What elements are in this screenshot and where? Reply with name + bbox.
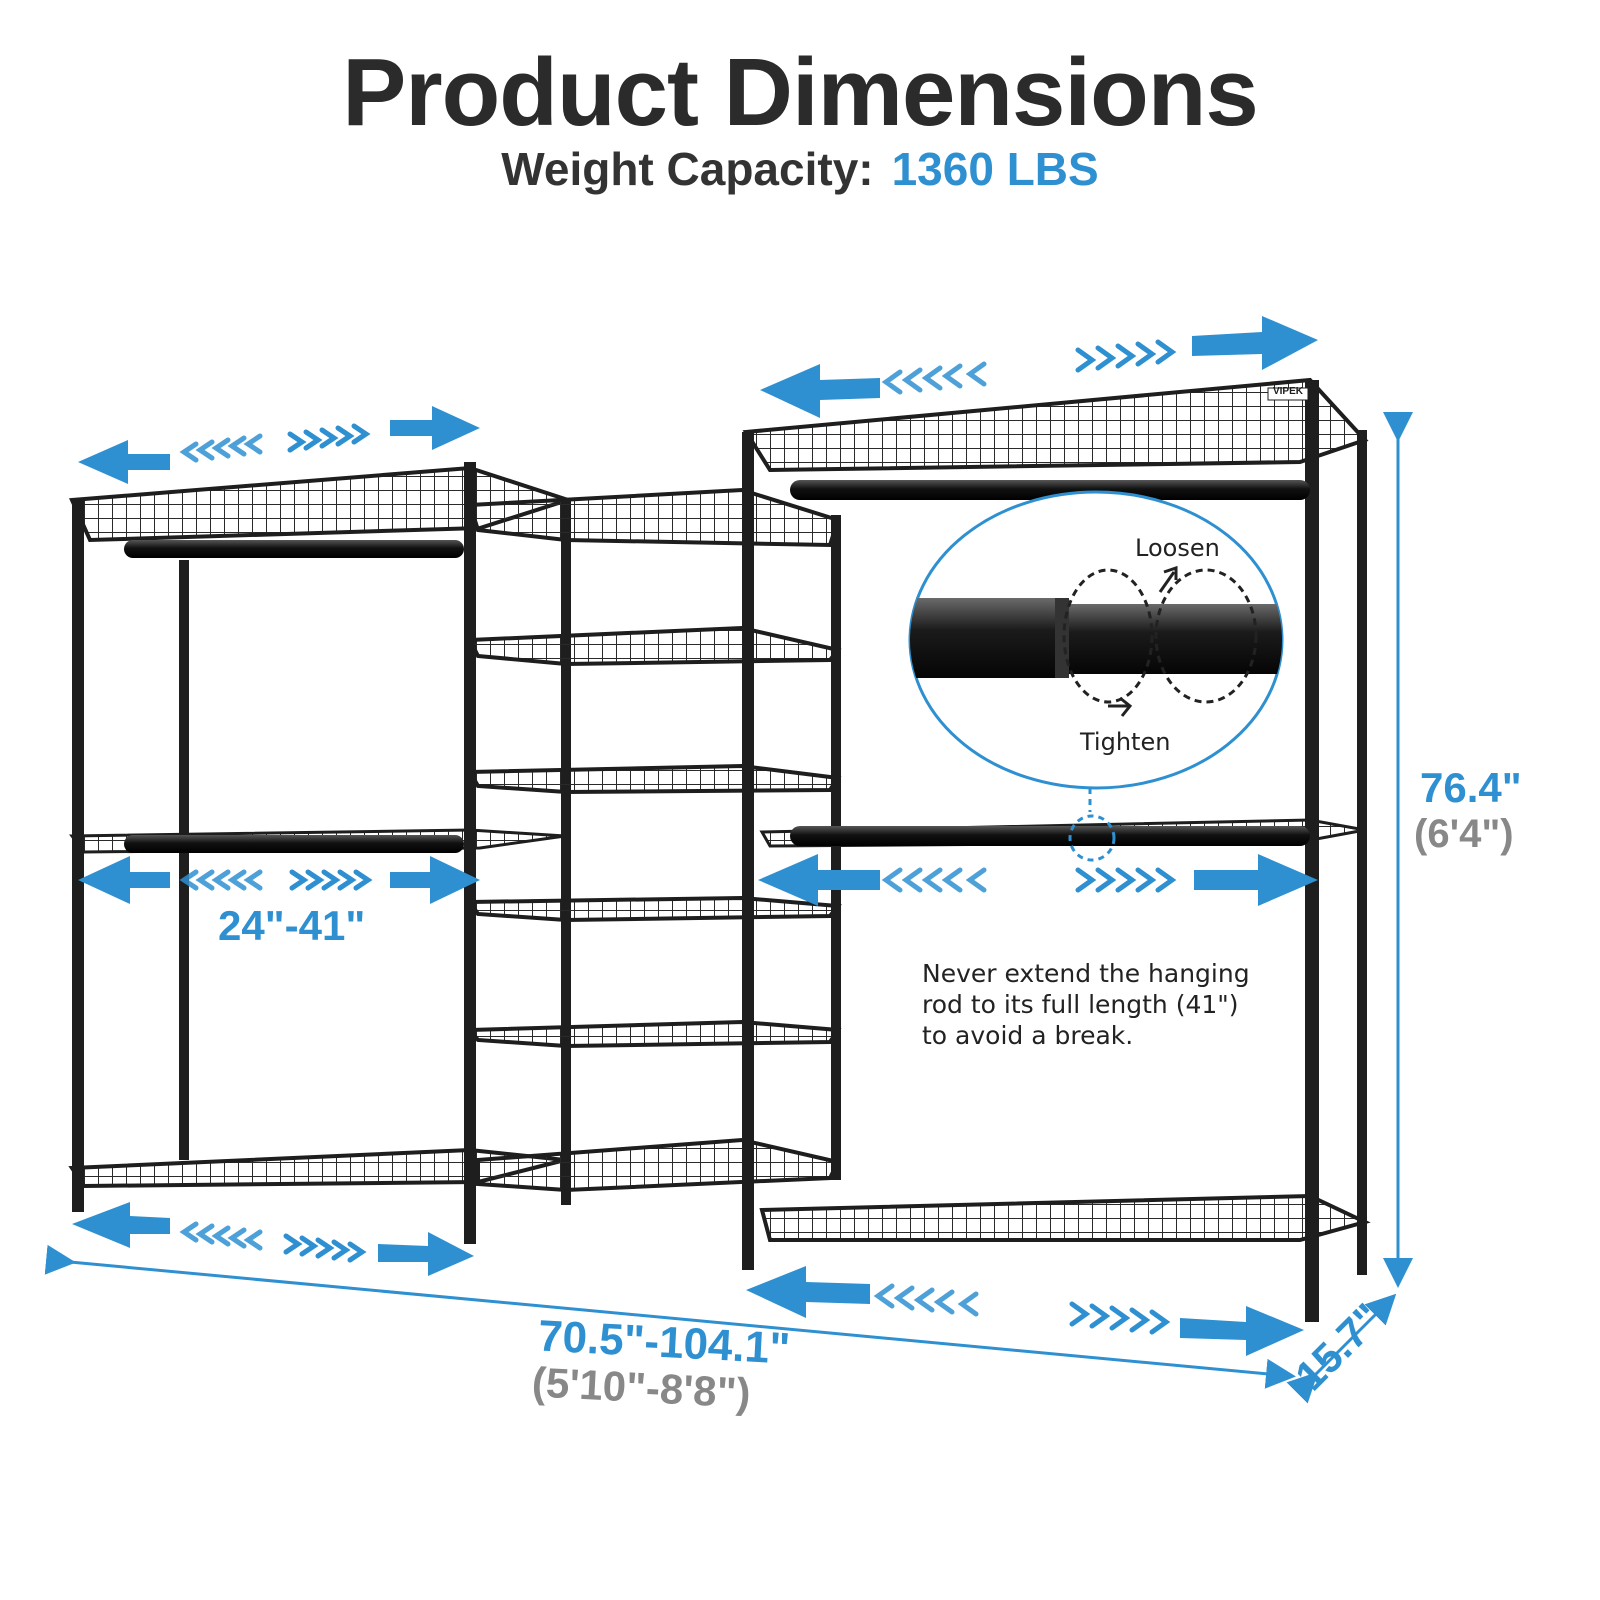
page-title: Product Dimensions xyxy=(342,39,1258,146)
warning-note: Never extend the hanging rod to its full… xyxy=(922,958,1342,1051)
left-middle-rod xyxy=(124,835,464,853)
right-middle-rod xyxy=(790,826,1310,846)
rod-joint-detail xyxy=(908,490,1284,862)
capacity-label: Weight Capacity: xyxy=(501,143,874,195)
dimension-lines xyxy=(44,412,1413,1404)
left-top-rod xyxy=(124,540,464,558)
height-dimension: 76.4" xyxy=(1420,764,1522,811)
warning-line-2: rod to its full length (41") xyxy=(922,990,1239,1019)
brand-logo: VIPEK xyxy=(1272,386,1303,397)
loosen-label: Loosen xyxy=(1135,534,1220,562)
rod-range-dimension: 24"-41" xyxy=(218,902,366,949)
right-top-rod xyxy=(790,480,1310,500)
capacity-value: 1360 LBS xyxy=(891,143,1099,195)
right-unit xyxy=(742,377,1371,1322)
warning-line-3: to avoid a break. xyxy=(922,1021,1134,1050)
warning-line-1: Never extend the hanging xyxy=(922,959,1250,988)
height-dimension-ft: (6'4") xyxy=(1414,812,1514,856)
tighten-label: Tighten xyxy=(1080,728,1171,756)
weight-capacity: Weight Capacity: 1360 LBS xyxy=(0,142,1600,196)
